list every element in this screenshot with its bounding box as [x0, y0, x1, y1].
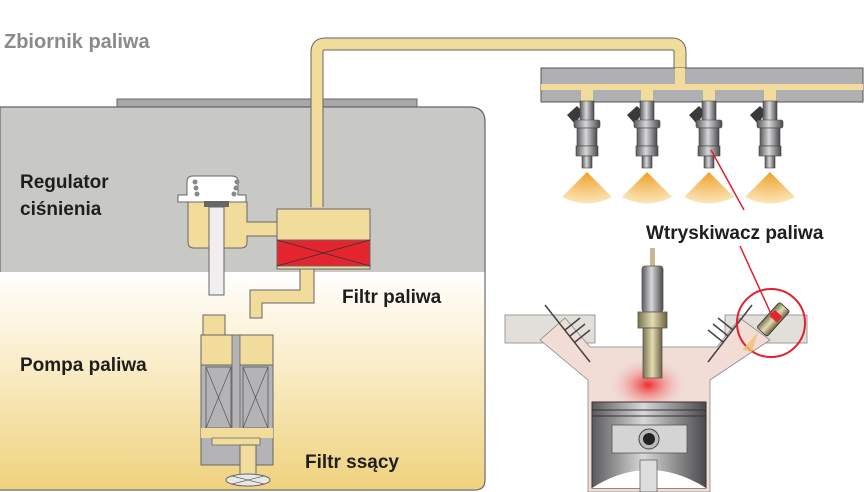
- fuel-line: [311, 38, 686, 207]
- fuel-injector: [745, 90, 795, 204]
- label-fuel-pump: Pompa paliwa: [20, 355, 147, 376]
- label-fuel-injector: Wtryskiwacz paliwa: [646, 223, 824, 244]
- fuel-filter: [249, 208, 371, 319]
- callout-line-rail: [710, 149, 745, 211]
- diagram-title: Zbiornik paliwa: [4, 31, 150, 53]
- engine-cylinder: [504, 248, 808, 492]
- callout-line-engine: [739, 245, 773, 317]
- injector-callout-circle: [736, 288, 806, 358]
- label-pressure-regulator-line1: Regulator: [20, 172, 109, 193]
- fuel-injector: [622, 90, 672, 204]
- fuel-injector: [562, 90, 612, 204]
- fuel-pump: [200, 314, 274, 487]
- piston: [591, 401, 707, 492]
- label-pressure-regulator-line2: ciśnienia: [20, 199, 102, 220]
- fuel-injector: [684, 90, 734, 204]
- label-fuel-filter: Filtr paliwa: [342, 287, 442, 308]
- label-suction-filter: Filtr ssący: [305, 452, 399, 473]
- injector-group: [562, 90, 795, 204]
- spark-plug: [650, 248, 655, 268]
- pressure-regulator: [177, 175, 281, 296]
